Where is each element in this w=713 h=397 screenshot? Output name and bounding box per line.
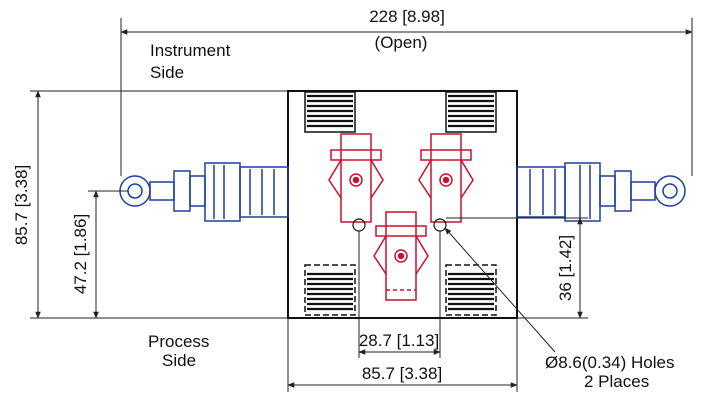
instrument-side-label-1: Instrument [150,41,231,60]
threaded-port-bottom-left [304,264,356,316]
threaded-port-top-right [445,91,497,133]
instrument-side-label-2: Side [150,63,184,82]
hole-height-label: 36 [1.42] [556,235,575,301]
holes-leader [444,227,556,353]
body-width-label: 85.7 [3.38] [362,364,442,383]
valve-right [418,133,474,223]
fitting-right [516,162,686,222]
process-side-label-2: Side [162,351,196,370]
holes-callout-2: 2 Places [584,372,649,391]
hole-spacing-label: 28.7 [1.13] [359,331,439,350]
threaded-port-bottom-right [445,264,497,316]
dim-hole-height [446,217,588,319]
port-height-label: 47.2 [1.86] [71,214,90,294]
valve-left [328,133,384,223]
overall-width-label: 228 [8.98] [369,7,445,26]
holes-callout-1: Ø8.6(0.34) Holes [545,353,674,372]
dim-overall-width [120,18,693,176]
dim-hole-spacing [358,231,441,358]
dim-body-width [287,318,518,392]
dim-height-left [30,90,288,319]
overall-width-note: (Open) [375,33,428,52]
height-label: 85.7 [3.38] [12,165,31,245]
dim-port-height [88,190,128,319]
process-side-label-1: Process [148,332,209,351]
fitting-left [119,162,289,222]
valve-center [373,211,429,301]
threaded-port-top-left [304,91,356,133]
